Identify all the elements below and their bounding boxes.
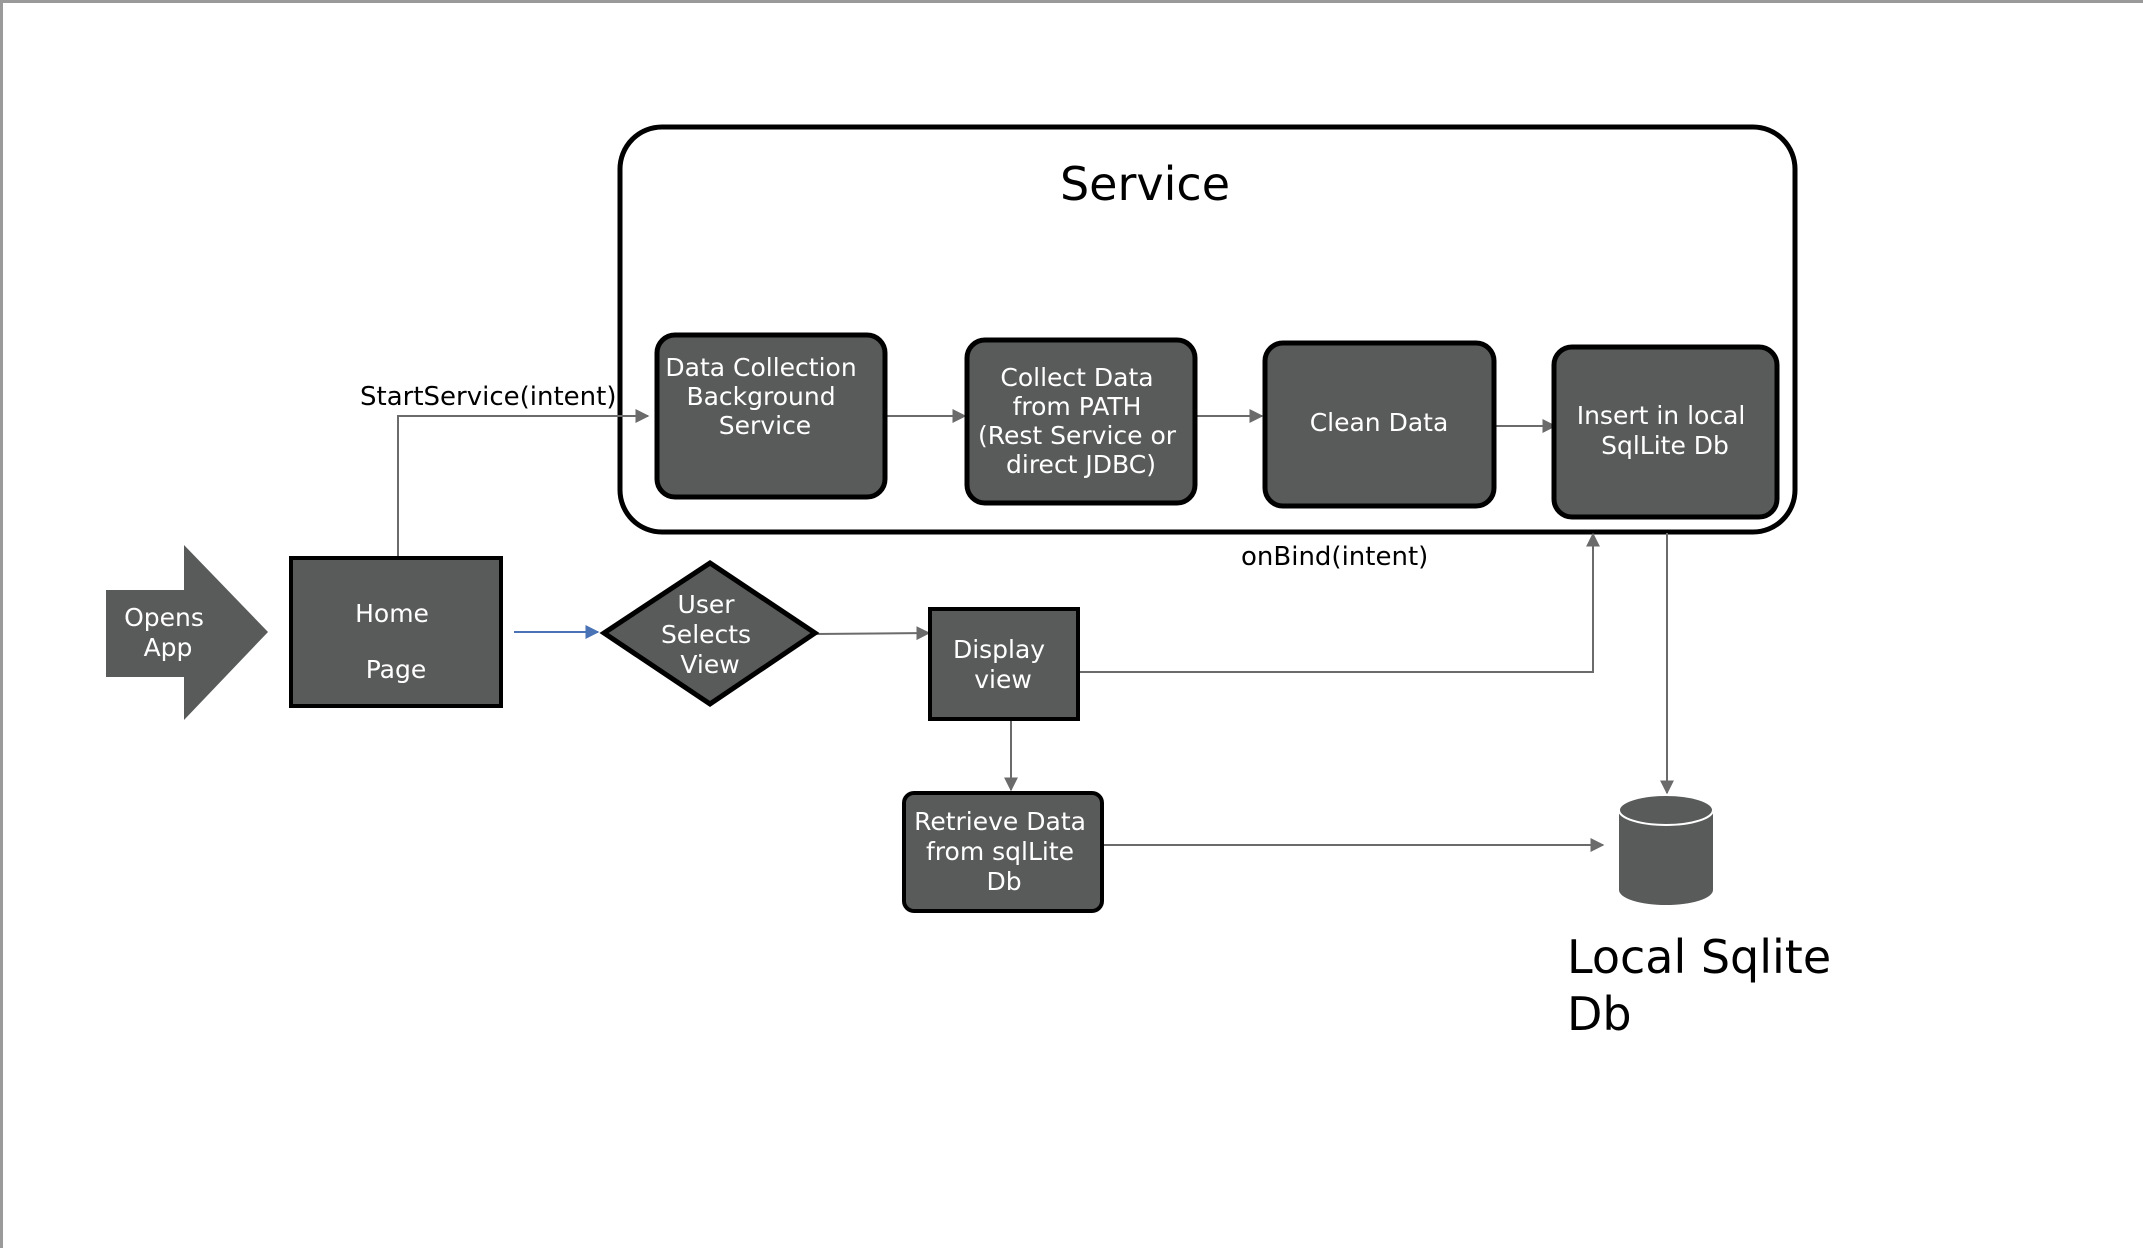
collect-data-node [964,337,1198,506]
clean-data-label: Clean Data [1310,408,1449,437]
local-db-label: Local Sqlite Db [1567,930,1846,1041]
opens-app-label: Opens App [124,603,212,662]
display-view-label: Display view [953,635,1053,694]
edge-userselects-to-displayview [814,626,931,641]
edge-label-on-bind: onBind(intent) [1241,542,1428,572]
user-selects-view-label: User Selects View [661,590,759,679]
edge-label-start-service: StartService(intent) [360,382,616,412]
data-collection-node [654,332,888,500]
insert-db-label: Insert in local SqlLite Db [1577,401,1754,460]
display-view-node [928,607,1080,721]
home-page-label: Home Page [355,599,437,684]
service-title: Service [1060,157,1230,211]
home-page-node [289,556,503,708]
clean-data-node [1262,340,1497,509]
database-icon [1618,794,1714,905]
opens-app-arrow-shape [106,545,268,720]
insert-db-node [1551,344,1780,520]
data-collection-label: Data Collection Background Service [665,353,864,440]
retrieve-data-node [902,791,1104,913]
user-selects-view-node [599,559,820,708]
service-container [617,124,1798,535]
collect-data-label: Collect Data from PATH (Rest Service or … [978,363,1184,479]
edge-displayview-to-insert [1079,532,1600,673]
retrieve-data-label: Retrieve Data from sqlLite Db [914,807,1094,896]
edge-home-to-datacollection [397,409,650,556]
